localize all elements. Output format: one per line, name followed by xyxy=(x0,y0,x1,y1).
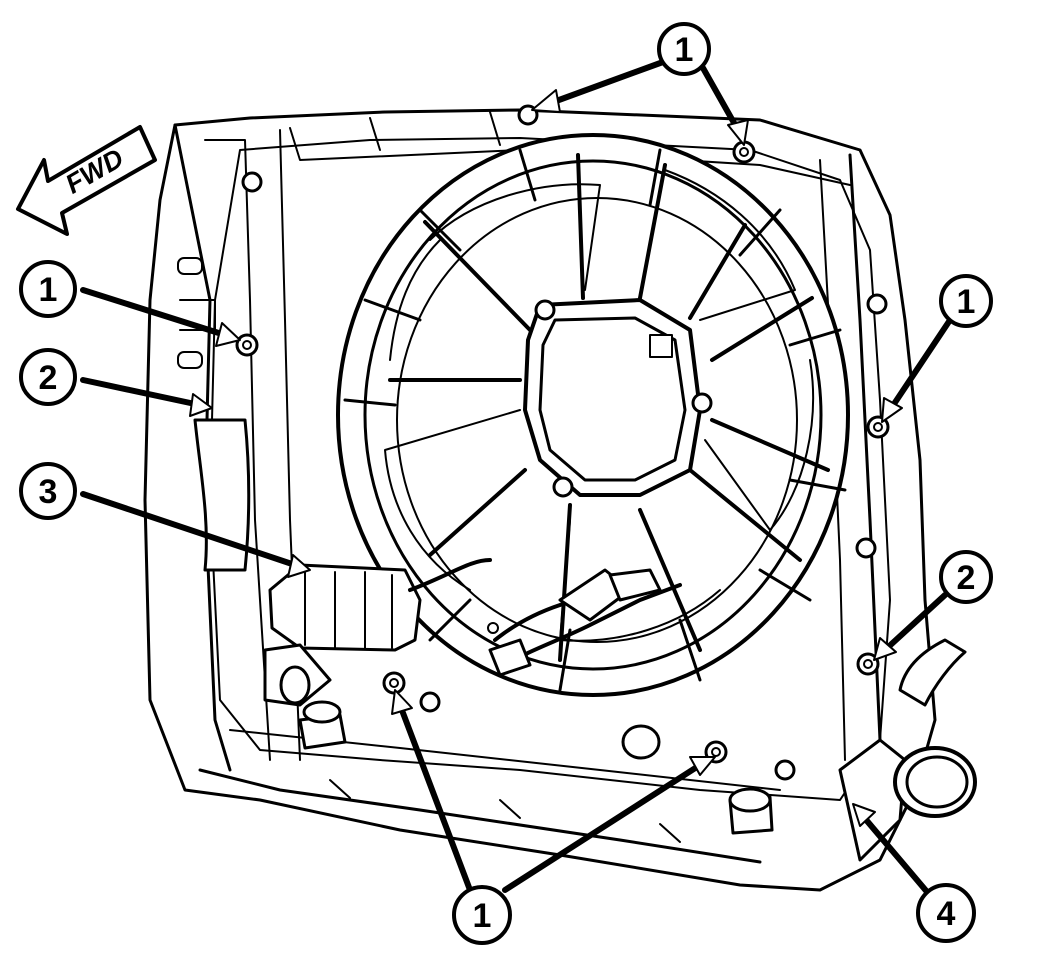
callout-left-upper: 1 xyxy=(19,260,77,318)
callout-left-middle: 2 xyxy=(19,348,77,406)
svg-text:1: 1 xyxy=(473,897,492,935)
callout-top: 1 xyxy=(657,22,711,76)
forward-direction-arrow: FWD xyxy=(16,125,157,236)
svg-text:2: 2 xyxy=(957,559,976,597)
svg-text:3: 3 xyxy=(39,473,58,511)
cooling-fan xyxy=(336,133,850,697)
callout-bottom-right: 4 xyxy=(916,883,976,943)
svg-text:1: 1 xyxy=(957,283,976,321)
callout-left-lower: 3 xyxy=(19,462,77,520)
fan-connector xyxy=(263,558,682,707)
callout-bottom: 1 xyxy=(452,885,512,945)
svg-text:1: 1 xyxy=(39,271,58,309)
callout-right-upper: 1 xyxy=(939,274,993,328)
svg-text:1: 1 xyxy=(675,31,694,69)
callout-right-lower: 2 xyxy=(939,550,993,604)
svg-text:4: 4 xyxy=(937,895,956,933)
leader-lines xyxy=(80,59,953,896)
svg-text:2: 2 xyxy=(39,359,58,397)
